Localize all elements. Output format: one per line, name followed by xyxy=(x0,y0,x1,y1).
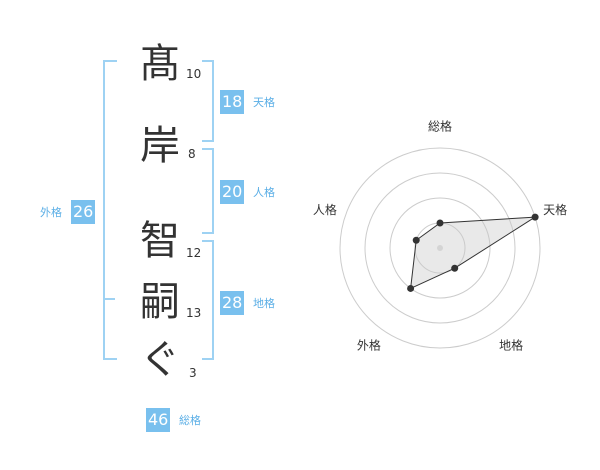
soukaku-label: 総格 xyxy=(179,414,201,427)
outer-bracket xyxy=(103,60,117,360)
name-char-1: 髙 xyxy=(140,41,180,87)
chikaku-badge: 28 xyxy=(220,291,245,315)
jinkaku-badge: 20 xyxy=(220,180,245,204)
radar-center xyxy=(437,245,443,251)
chikaku-bracket xyxy=(202,240,214,360)
radar-axis-label-4: 外格 xyxy=(357,337,381,352)
outer-bracket-divider xyxy=(103,298,115,300)
stroke-count-1: 10 xyxy=(186,67,202,81)
chikaku-label: 地格 xyxy=(253,297,275,310)
radar-ring xyxy=(339,147,541,349)
radar-axis-label-5: 人格 xyxy=(313,202,337,217)
name-char-5: ぐ xyxy=(140,337,180,383)
radar-ring xyxy=(364,172,516,324)
jinkaku-bracket xyxy=(202,148,214,234)
radar-axis-label-1: 総格 xyxy=(428,119,452,134)
stroke-count-2: 8 xyxy=(188,147,196,161)
radar-point-3 xyxy=(451,264,459,272)
stroke-count-5: 3 xyxy=(189,366,197,380)
radar-polygon xyxy=(410,216,536,290)
radar-point-1 xyxy=(436,219,444,227)
gaikaku-label: 外格 xyxy=(40,206,62,219)
stroke-count-4: 13 xyxy=(186,306,202,320)
name-char-2: 岸 xyxy=(140,123,180,169)
gaikaku-badge: 26 xyxy=(71,200,96,224)
tenkaku-label: 天格 xyxy=(253,96,275,109)
tenkaku-bracket xyxy=(202,60,214,142)
stroke-count-3: 12 xyxy=(186,246,202,260)
radar-point-4 xyxy=(407,284,415,292)
radar-ring xyxy=(389,197,491,299)
radar-axis-label-2: 天格 xyxy=(543,202,567,217)
radar-point-2 xyxy=(531,213,539,221)
radar-point-5 xyxy=(412,236,420,244)
soukaku-badge: 46 xyxy=(146,408,171,432)
radar-axis-label-3: 地格 xyxy=(499,337,523,352)
name-char-4: 嗣 xyxy=(140,279,180,325)
name-char-3: 智 xyxy=(140,218,180,264)
tenkaku-badge: 18 xyxy=(220,90,245,114)
jinkaku-label: 人格 xyxy=(253,186,275,199)
